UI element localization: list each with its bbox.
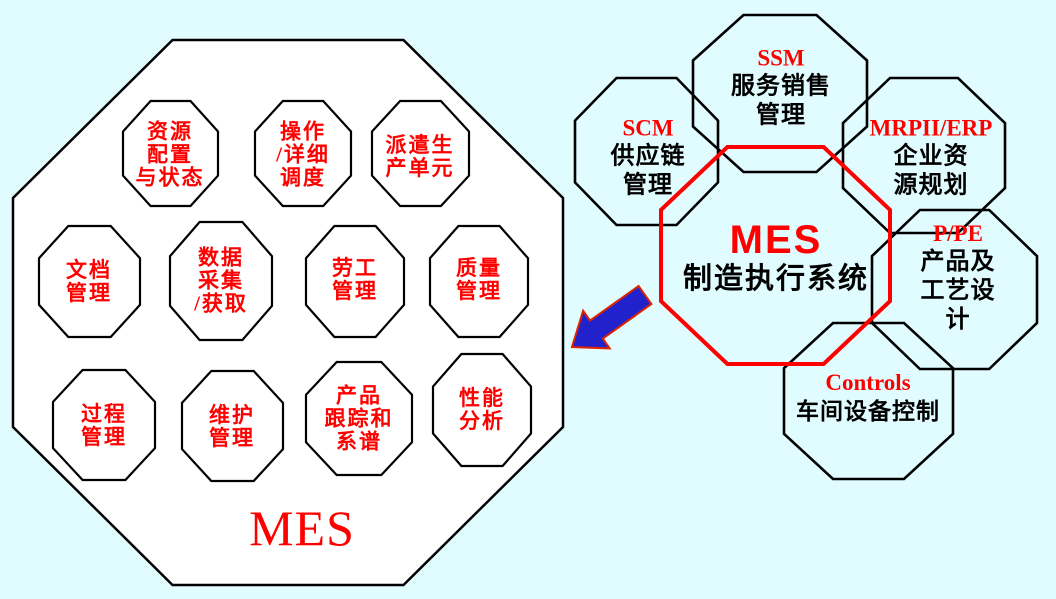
- scm-octagon: [573, 76, 720, 227]
- module-octagon-data-collection: [168, 220, 274, 342]
- mrpii-erp-octagon: [841, 76, 1007, 235]
- module-octagon-product-tracking: [304, 360, 414, 477]
- mes-center-red-octagon: [659, 145, 892, 366]
- module-octagon-performance-analysis: [431, 352, 533, 468]
- module-octagon-labor-management: [304, 224, 406, 339]
- module-octagon-operations-scheduling: [253, 99, 353, 208]
- controls-octagon: [782, 321, 955, 481]
- module-octagon-process-management: [51, 368, 157, 482]
- module-octagon-document-management: [37, 224, 142, 339]
- module-octagon-resource-allocation: [121, 99, 220, 208]
- module-octagon-maintenance-management: [180, 369, 285, 483]
- module-octagon-quality-management: [428, 224, 530, 339]
- p-pe-octagon: [870, 208, 1039, 371]
- arrow-icon: [570, 284, 653, 350]
- ssm-octagon: [691, 13, 869, 174]
- module-octagon-dispatching: [370, 99, 471, 208]
